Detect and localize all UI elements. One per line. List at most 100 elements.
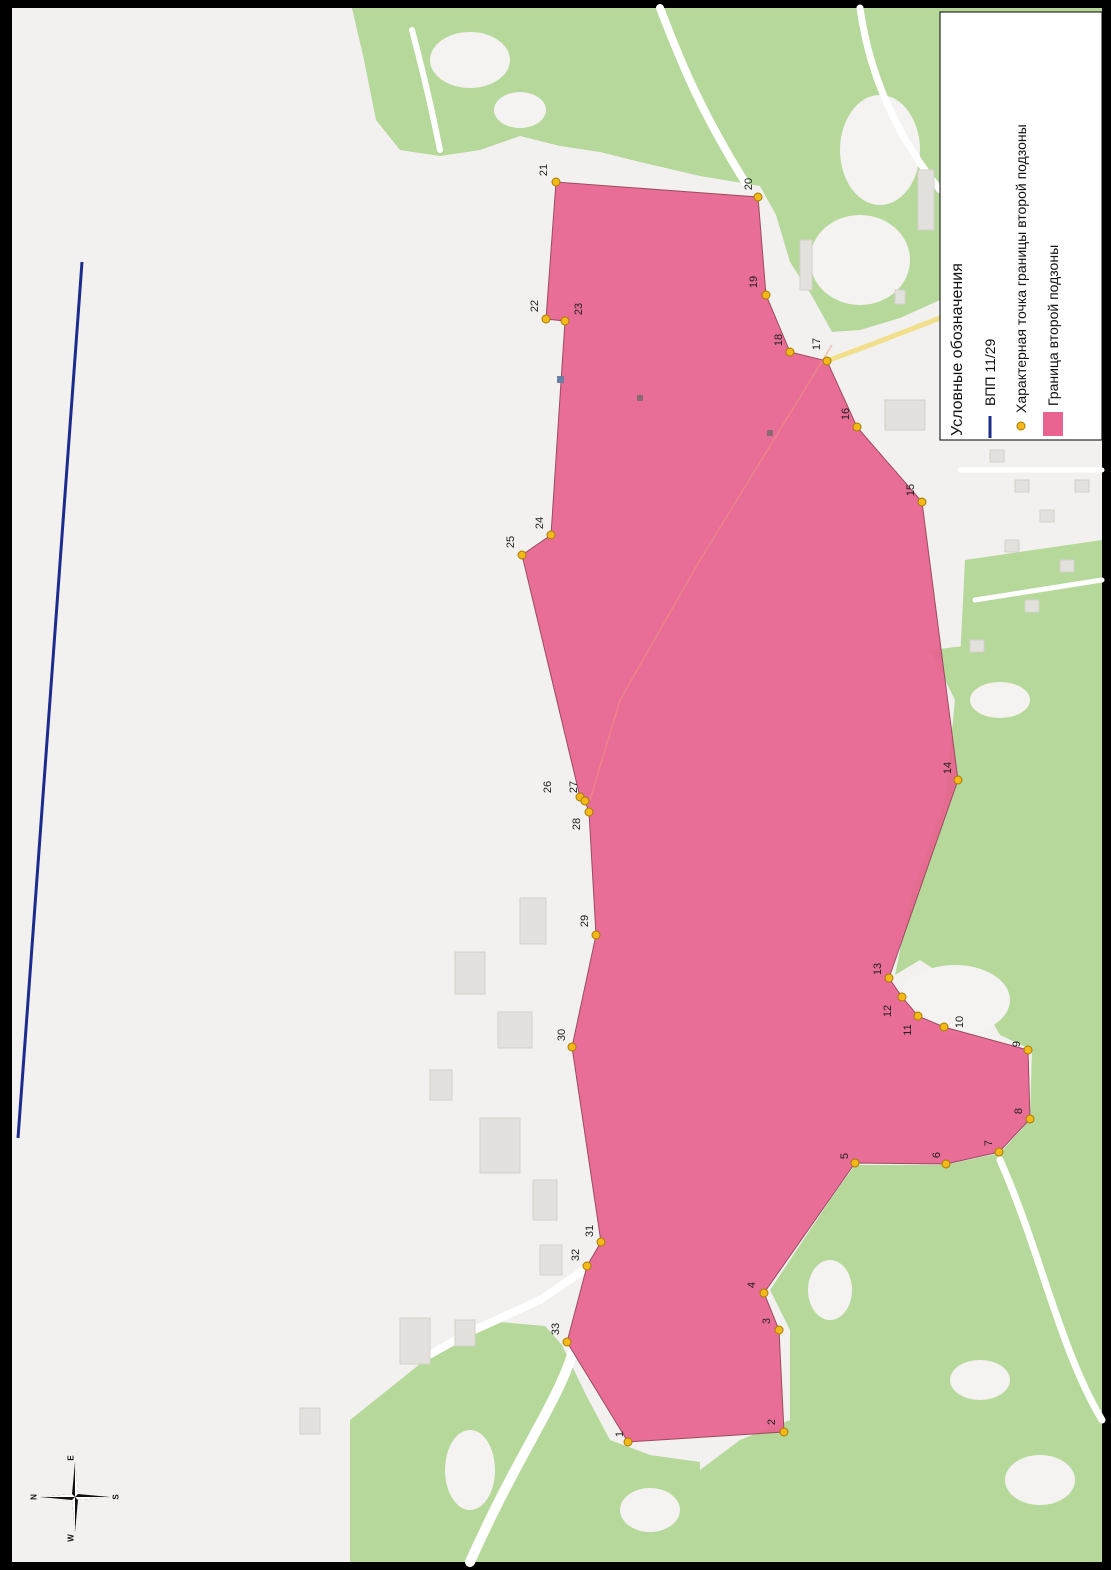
building: [1039, 509, 1055, 523]
clearing: [494, 92, 546, 128]
clearings: [430, 32, 1075, 1532]
forest-area-east: [690, 630, 1102, 1562]
legend-box: [939, 11, 1103, 441]
clearing: [1005, 1455, 1075, 1505]
building: [429, 1069, 453, 1101]
building: [917, 169, 935, 231]
compass-star-highlight: [75, 1462, 78, 1497]
boundary-point-label: 31: [584, 1225, 596, 1237]
boundary-point-label: 2: [766, 1419, 778, 1425]
legend-title: Условные обозначения: [949, 263, 966, 436]
boundary-point: [541, 314, 551, 324]
boundary-point-label: 14: [942, 762, 954, 774]
road: [416, 1262, 594, 1364]
boundary-point: [939, 1022, 949, 1032]
boundary-point-label: 3: [761, 1318, 773, 1324]
boundary-point: [759, 1288, 769, 1298]
boundary-points: [517, 177, 1035, 1447]
boundary-point-label: 26: [542, 781, 554, 793]
boundary-point-label: 20: [743, 178, 755, 190]
boundary-point: [562, 1337, 572, 1347]
compass-star-highlight: [72, 1497, 75, 1532]
compass-west-label: W: [67, 1534, 76, 1542]
boundary-point-label: 18: [773, 334, 785, 346]
boundary-point: [779, 1427, 789, 1437]
clearing: [445, 1430, 495, 1510]
legend-runway-label: ВПП 11/29: [982, 338, 998, 406]
compass-rose: E N S W: [30, 1455, 121, 1542]
clearing: [810, 215, 910, 305]
road: [972, 577, 1105, 603]
clearing: [620, 1488, 680, 1532]
track-line: [589, 344, 833, 801]
boundary-point-label: 7: [983, 1140, 995, 1146]
boundary-point-label: 30: [556, 1029, 568, 1041]
building: [969, 639, 985, 653]
legend-zone-label: Граница второй подзоны: [1045, 245, 1061, 406]
boundary-point: [917, 497, 927, 507]
building: [539, 1244, 563, 1276]
boundary-point: [897, 992, 907, 1002]
road: [996, 1156, 1106, 1424]
boundary-point: [623, 1437, 633, 1447]
clearing: [900, 965, 1010, 1035]
buildings: [299, 169, 1090, 1435]
building: [299, 1407, 321, 1435]
boundary-point: [591, 930, 601, 940]
main-road: [826, 315, 941, 364]
boundary-point-label: 27: [568, 781, 580, 793]
road: [465, 1340, 580, 1567]
boundary-point: [884, 973, 894, 983]
clearing: [950, 1360, 1010, 1400]
building: [1014, 479, 1030, 493]
boundary-point-label: 11: [902, 1024, 914, 1035]
boundary-point-label: 1: [614, 1431, 626, 1437]
boundary-point: [560, 316, 570, 326]
boundary-point: [1025, 1114, 1035, 1124]
boundary-point: [850, 1158, 860, 1168]
road: [656, 4, 749, 186]
boundary-point: [567, 1042, 577, 1052]
building: [884, 399, 926, 431]
building: [454, 951, 486, 995]
legend-point-label: Характерная точка границы второй подзоны: [1013, 124, 1029, 413]
runway-line: [16, 261, 84, 1139]
clearing: [808, 1260, 852, 1320]
compass-east-label: E: [67, 1455, 76, 1461]
boundary-point: [551, 177, 561, 187]
boundary-point-label: 33: [550, 1323, 562, 1335]
boundary-point-label: 8: [1013, 1108, 1025, 1114]
boundary-point-label: 17: [811, 338, 823, 350]
building: [989, 449, 1005, 463]
boundary-point: [953, 775, 963, 785]
compass-north-label: N: [30, 1494, 39, 1500]
boundary-point: [596, 1237, 606, 1247]
compass-south-label: S: [112, 1494, 121, 1500]
forest-area-north: [352, 8, 1102, 332]
boundary-point-label: 21: [538, 164, 550, 176]
boundary-point-label: 6: [931, 1152, 943, 1158]
building: [799, 239, 813, 291]
building: [479, 1117, 521, 1174]
compass-star-highlight: [75, 1497, 110, 1500]
legend: Условные обозначения ВПП 11/29 Характерн…: [939, 11, 1103, 441]
boundary-point: [546, 530, 556, 540]
building: [1059, 559, 1075, 573]
boundary-point-label: 13: [872, 963, 884, 975]
boundary-point: [1023, 1045, 1033, 1055]
structure-marker: [637, 395, 643, 401]
boundary-point: [941, 1159, 951, 1169]
boundary-point-label: 19: [748, 276, 760, 288]
boundary-point-label: 4: [746, 1282, 758, 1288]
boundary-point: [580, 796, 590, 806]
boundary-point-label: 29: [579, 915, 591, 927]
boundary-point: [517, 550, 527, 560]
building: [532, 1179, 558, 1221]
boundary-point-label: 24: [534, 517, 546, 529]
boundary-point-label: 16: [840, 408, 852, 420]
compass-star-highlight: [40, 1494, 75, 1497]
boundary-point-label: 12: [882, 1005, 894, 1017]
